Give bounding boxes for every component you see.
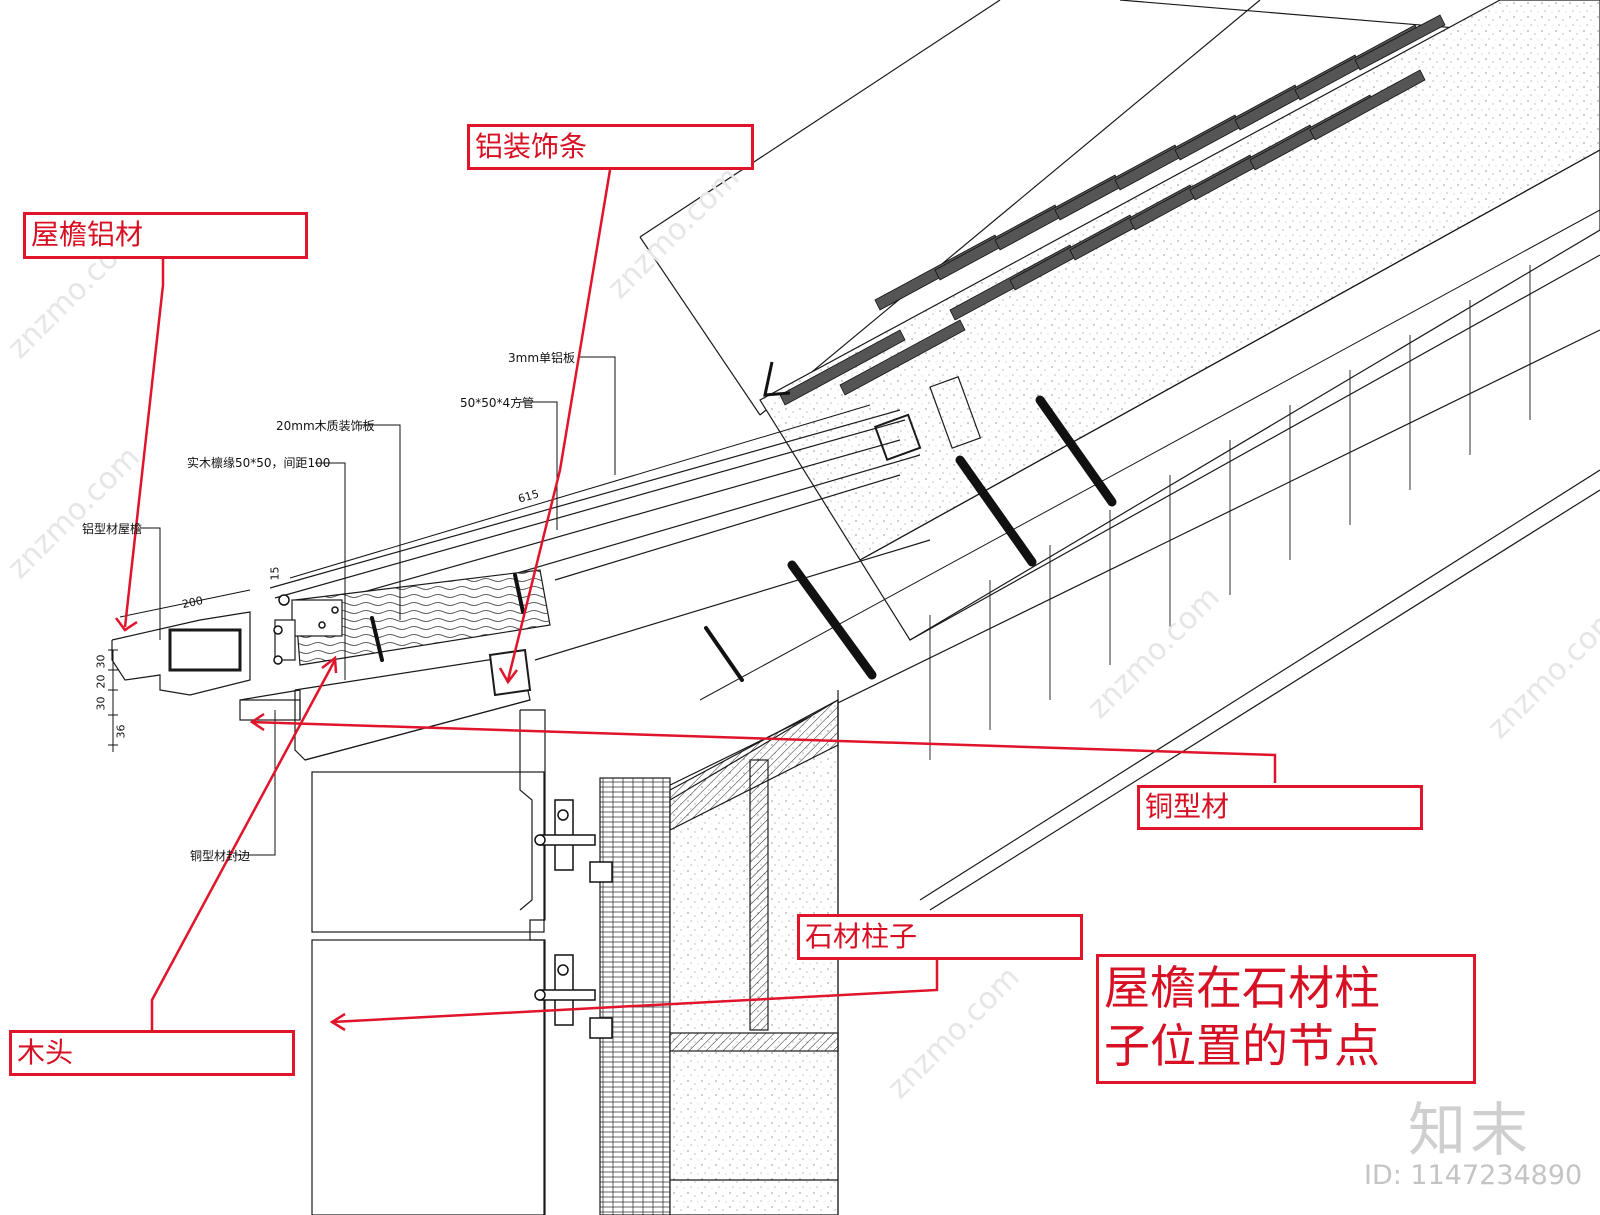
svg-text:znzmo.com: znzmo.com [881, 960, 1027, 1106]
watermark-logo: 知末 [1408, 1096, 1533, 1164]
callout-stone-column: 石材柱子 [797, 914, 1083, 960]
stone-brackets [534, 799, 613, 1039]
roof-bolts [704, 395, 1117, 682]
title-line-2: 子位置的节点 [1104, 1019, 1380, 1073]
label-wood-panel: 20mm木质装饰板 [276, 419, 375, 433]
callout-copper-profile: 铜型材 [1137, 785, 1423, 830]
label-single-al-panel: 3mm单铝板 [508, 351, 576, 365]
label-leaders [108, 356, 871, 856]
dimension-30b: 30 [94, 696, 108, 711]
callout-wood: 木头 [9, 1030, 295, 1076]
dimension-20: 20 [94, 674, 108, 689]
roof-shingles [763, 14, 1446, 406]
roof-assembly [639, 0, 1600, 911]
callout-aluminum-trim: 铝装饰条 [467, 124, 754, 170]
callout-eave-aluminum: 屋檐铝材 [23, 212, 308, 259]
title-line-1: 屋檐在石材柱 [1104, 961, 1380, 1015]
dimension-15: 15 [268, 566, 282, 581]
dimension-36: 36 [114, 724, 128, 739]
label-copper-edge: 铜型材封边 [190, 849, 251, 863]
svg-text:znzmo.com: znzmo.com [1081, 580, 1227, 726]
label-wood-purlin: 实木檩缘50*50，间距100 [187, 456, 331, 470]
eave-bolt-heads [273, 594, 339, 665]
annotation-leaders [115, 169, 1277, 1032]
eave-screws [370, 573, 525, 662]
label-al-profile-eave: 铝型材屋檐 [82, 522, 143, 536]
dimension-30a: 30 [94, 654, 108, 669]
watermark-id: ID: 1147234890 [1364, 1160, 1583, 1191]
callout-title: 屋檐在石材柱 子位置的节点 [1096, 954, 1476, 1084]
svg-text:znzmo.com: znzmo.com [1481, 600, 1600, 746]
label-square-tube: 50*50*4方管 [460, 396, 535, 410]
eave-assembly [111, 376, 982, 761]
stone-column [311, 690, 839, 1215]
svg-text:znzmo.com: znzmo.com [1, 440, 147, 586]
svg-text:znzmo.com: znzmo.com [601, 160, 747, 306]
